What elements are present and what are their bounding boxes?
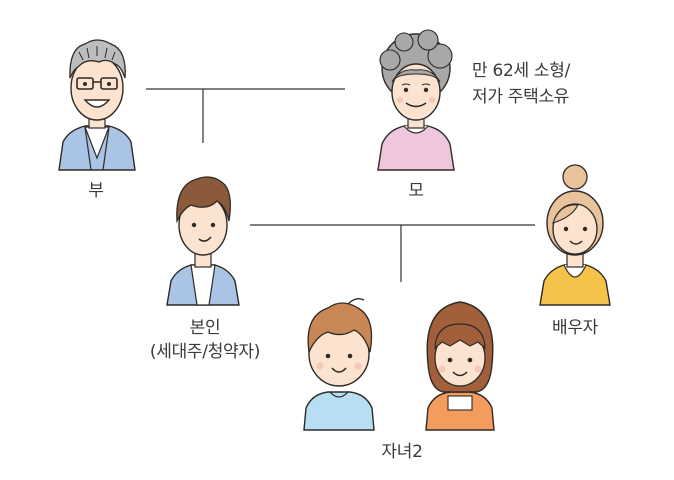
self-label-line2: (세대주/청약자) — [149, 342, 261, 362]
son-illustration — [298, 294, 380, 431]
daughter-illustration — [418, 294, 502, 431]
mother-label: 모 — [408, 181, 424, 201]
spouse-illustration — [532, 163, 618, 306]
mother-note-line1: 만 62세 소형/ — [472, 61, 571, 81]
mother-illustration — [370, 29, 462, 171]
self-illustration — [163, 165, 243, 306]
father-illustration — [55, 30, 139, 171]
self-label-line1: 본인 — [189, 318, 221, 338]
mother-note-line2: 저가 주택소유 — [472, 87, 570, 107]
father-label: 부 — [88, 181, 104, 201]
children-label: 자녀2 — [381, 442, 423, 462]
spouse-label: 배우자 — [551, 318, 599, 338]
